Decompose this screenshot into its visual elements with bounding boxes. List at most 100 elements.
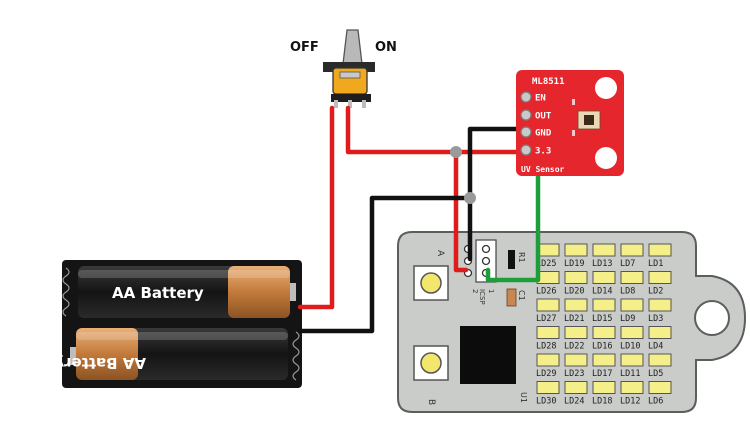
- battery-holder: AA Battery AA Battery: [54, 260, 302, 388]
- led-label: LD1: [648, 259, 663, 269]
- sensor-pin: [520, 144, 532, 156]
- sensor-mount-hole: [595, 77, 617, 99]
- mounting-hole: [694, 300, 730, 336]
- led: [592, 271, 616, 284]
- switch-lever: [342, 29, 363, 65]
- button-a-label: A: [435, 250, 445, 257]
- switch-off-label: OFF: [290, 40, 319, 55]
- led: [620, 381, 644, 394]
- led: [564, 353, 588, 367]
- led: [536, 271, 560, 284]
- sensor-pin-label: EN: [535, 94, 546, 104]
- led: [564, 298, 588, 312]
- battery-cell-bottom: AA Battery: [54, 328, 288, 380]
- led: [648, 298, 672, 312]
- led-label: LD14: [592, 287, 612, 297]
- icsp-pin2-label: 2: [471, 289, 479, 293]
- led-label: LD16: [592, 342, 612, 352]
- toggle-switch: OFF ON: [290, 29, 397, 108]
- led: [620, 326, 644, 339]
- junction-dot: [464, 192, 476, 204]
- led-label: LD3: [648, 314, 663, 324]
- led-label: LD15: [592, 314, 612, 324]
- wire-red-battery-switch: [297, 105, 335, 310]
- junction-dot: [450, 146, 462, 158]
- led-label: LD18: [592, 397, 612, 407]
- sensor-pin-label: GND: [535, 129, 552, 139]
- led: [592, 381, 616, 394]
- led: [592, 353, 616, 367]
- led-label: LD29: [536, 369, 556, 379]
- led: [648, 243, 672, 257]
- led-label: LD22: [564, 342, 584, 352]
- sensor-pin: [520, 126, 532, 138]
- icsp-header: 2 ICSP 1: [463, 239, 497, 305]
- led: [620, 271, 644, 284]
- wire-red-icsp: [453, 149, 469, 273]
- led: [564, 271, 588, 284]
- led: [648, 381, 672, 394]
- led: [592, 326, 616, 339]
- led: [592, 298, 616, 312]
- button-b-label: B: [426, 399, 436, 405]
- led-label: LD24: [564, 397, 584, 407]
- wire-red-switch-sensor: [345, 105, 523, 155]
- wire-black-gnd: [467, 126, 529, 262]
- led: [592, 243, 616, 257]
- resistor-r1: R1: [508, 250, 526, 269]
- button-a: A: [413, 250, 449, 301]
- sensor-mount-hole: [595, 147, 617, 169]
- battery-cell-top-label: AA Battery: [112, 284, 204, 302]
- battery-terminal: [290, 283, 296, 301]
- led: [536, 298, 560, 312]
- led: [648, 271, 672, 284]
- led: [648, 353, 672, 367]
- led: [536, 381, 560, 394]
- c1-label: C1: [517, 290, 526, 301]
- led: [620, 243, 644, 257]
- led: [564, 243, 588, 257]
- button-b: B: [413, 345, 449, 405]
- led-label: LD17: [592, 369, 612, 379]
- led: [536, 353, 560, 367]
- led-label: LD27: [536, 314, 556, 324]
- switch-on-label: ON: [375, 40, 397, 55]
- sensor-title: ML8511: [532, 77, 565, 87]
- sensor-footer: UV Sensor: [521, 165, 565, 174]
- led-label: LD21: [564, 314, 584, 324]
- led-label: LD28: [536, 342, 556, 352]
- led-label: LD4: [648, 342, 663, 352]
- led-label: LD7: [620, 259, 635, 269]
- battery-cell-bottom-label: AA Battery: [54, 354, 146, 372]
- led-label: LD10: [620, 342, 640, 352]
- led-label: LD25: [536, 259, 556, 269]
- r1-label: R1: [517, 252, 526, 263]
- led: [536, 326, 560, 339]
- led-label: LD12: [620, 397, 640, 407]
- icsp-pin1-label: 1: [487, 289, 495, 293]
- led-label: LD8: [620, 287, 635, 297]
- sensor-pin: [520, 91, 532, 103]
- icsp-label: ICSP: [478, 289, 486, 305]
- led: [564, 326, 588, 339]
- battery-cell-top: AA Battery: [78, 266, 290, 318]
- led-label: LD9: [620, 314, 635, 324]
- led-label: LD11: [620, 369, 640, 379]
- led-label: LD30: [536, 397, 556, 407]
- led: [648, 326, 672, 339]
- chip-u1: U1: [460, 326, 528, 403]
- led: [536, 243, 560, 257]
- led: [564, 381, 588, 394]
- battery-terminal: [70, 347, 76, 365]
- led-label: LD19: [564, 259, 584, 269]
- wire-black-battery: [297, 195, 473, 334]
- sensor-pin-label: 3.3: [535, 147, 551, 157]
- led-label: LD6: [648, 397, 663, 407]
- led-label: LD13: [592, 259, 612, 269]
- led: [620, 353, 644, 367]
- capacitor-c1: C1: [506, 288, 526, 307]
- led-label: LD2: [648, 287, 663, 297]
